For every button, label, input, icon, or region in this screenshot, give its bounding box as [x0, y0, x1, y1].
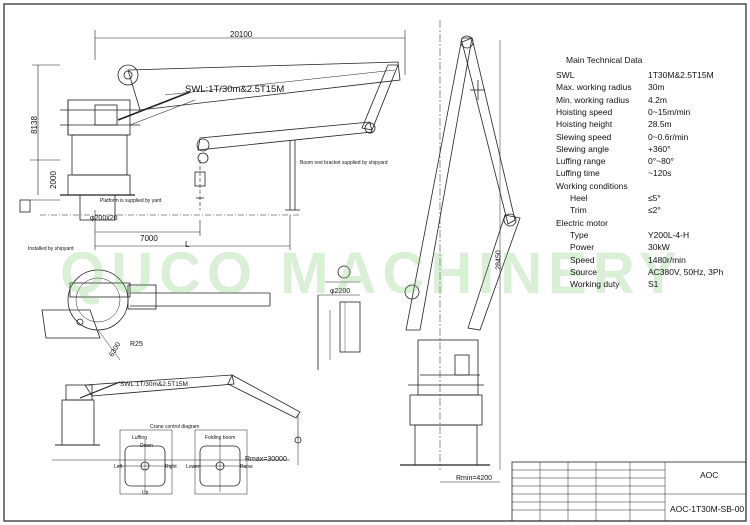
- luffing-label: Luffing: [132, 435, 147, 441]
- spec-title: Main Technical Data: [566, 55, 643, 65]
- dim-rmax: Rmax=30000: [245, 456, 287, 463]
- spec-key: Speed: [570, 254, 595, 265]
- right-label: Right: [165, 464, 177, 470]
- spec-key: SWL: [556, 70, 575, 80]
- control-diagram-title: Crane control diagram: [150, 424, 200, 430]
- company-name: AOC: [700, 470, 719, 480]
- raise-label: Raise: [240, 464, 253, 470]
- spec-key: Luffing range: [556, 156, 606, 167]
- spec-key: Electric motor: [556, 217, 608, 228]
- spec-key: Slewing speed: [556, 131, 612, 142]
- spec-value: S1: [648, 279, 659, 290]
- spec-value: ~120s: [648, 168, 672, 179]
- spec-key: Hoisting speed: [556, 106, 613, 117]
- spec-value: 28.5m: [648, 119, 672, 130]
- left-label: Left: [114, 464, 123, 470]
- dim-r25: R25: [130, 341, 143, 348]
- spec-key: Min. working radius: [556, 94, 630, 105]
- spec-value: 30kW: [648, 242, 670, 253]
- spec-key: Source: [570, 266, 597, 277]
- spec-value: Y200L-4-H: [648, 229, 690, 240]
- spec-value: 30m: [648, 82, 665, 93]
- base-note: Installed by shipyard: [28, 246, 74, 252]
- watermark: QUCO MACHINERY: [60, 241, 684, 306]
- spec-value: ≤2°: [648, 205, 661, 216]
- spec-value: AC380V, 50Hz, 3Ph: [648, 266, 724, 277]
- spec-value: 0°~80°: [648, 156, 674, 167]
- dim-total-length: 20100: [230, 30, 253, 39]
- lower-label: Lower: [186, 464, 200, 470]
- spec-key: Heel: [570, 193, 588, 203]
- boom-note: Boom rest bracket supplied by shipyard: [300, 160, 388, 166]
- spec-value: 1480r/min: [648, 254, 686, 265]
- folding-label: Folding boom: [205, 435, 236, 441]
- down-label: Down: [140, 443, 153, 449]
- spec-key: Hoisting height: [556, 119, 613, 130]
- spec-key: Type: [570, 229, 589, 240]
- spec-value: 0~0.6r/min: [648, 131, 689, 142]
- spec-key: Power: [570, 242, 595, 253]
- spec-key: Working conditions: [556, 180, 628, 191]
- spec-value: 4.2m: [648, 94, 667, 105]
- dim-base-to-hinge: 7000: [140, 234, 158, 243]
- spec-value: ≤5°: [648, 193, 661, 203]
- crane-label-small: SWL:1T/30m&2.5T15M: [120, 381, 188, 388]
- dim-l: L: [185, 240, 190, 249]
- spec-key: Luffing time: [556, 168, 600, 179]
- dim-base-plate: φ200x20: [90, 215, 118, 222]
- spec-key: Max. working radius: [556, 82, 632, 93]
- spec-value: +360°: [648, 143, 671, 154]
- spec-key: Trim: [570, 205, 587, 216]
- dim-2200: φ2200: [330, 288, 351, 295]
- up-label: Up: [142, 490, 149, 496]
- dim-height-left: 8138: [29, 116, 39, 134]
- crane-label-main: SWL:1T/30m&2.5T15M: [185, 84, 285, 95]
- dim-2000: 2000: [48, 171, 58, 189]
- platform-note: Platform is supplied by yard: [100, 198, 162, 204]
- spec-value: 0~15m/min: [648, 106, 691, 117]
- drawing-number: AOC-1T30M-SB-00: [670, 504, 745, 514]
- dim-rmin: Rmin=4200: [456, 475, 492, 482]
- spec-key: Slewing angle: [556, 143, 609, 154]
- spec-key: Working duty: [570, 279, 620, 290]
- spec-value: 1T30M&2.5T15M: [648, 70, 714, 80]
